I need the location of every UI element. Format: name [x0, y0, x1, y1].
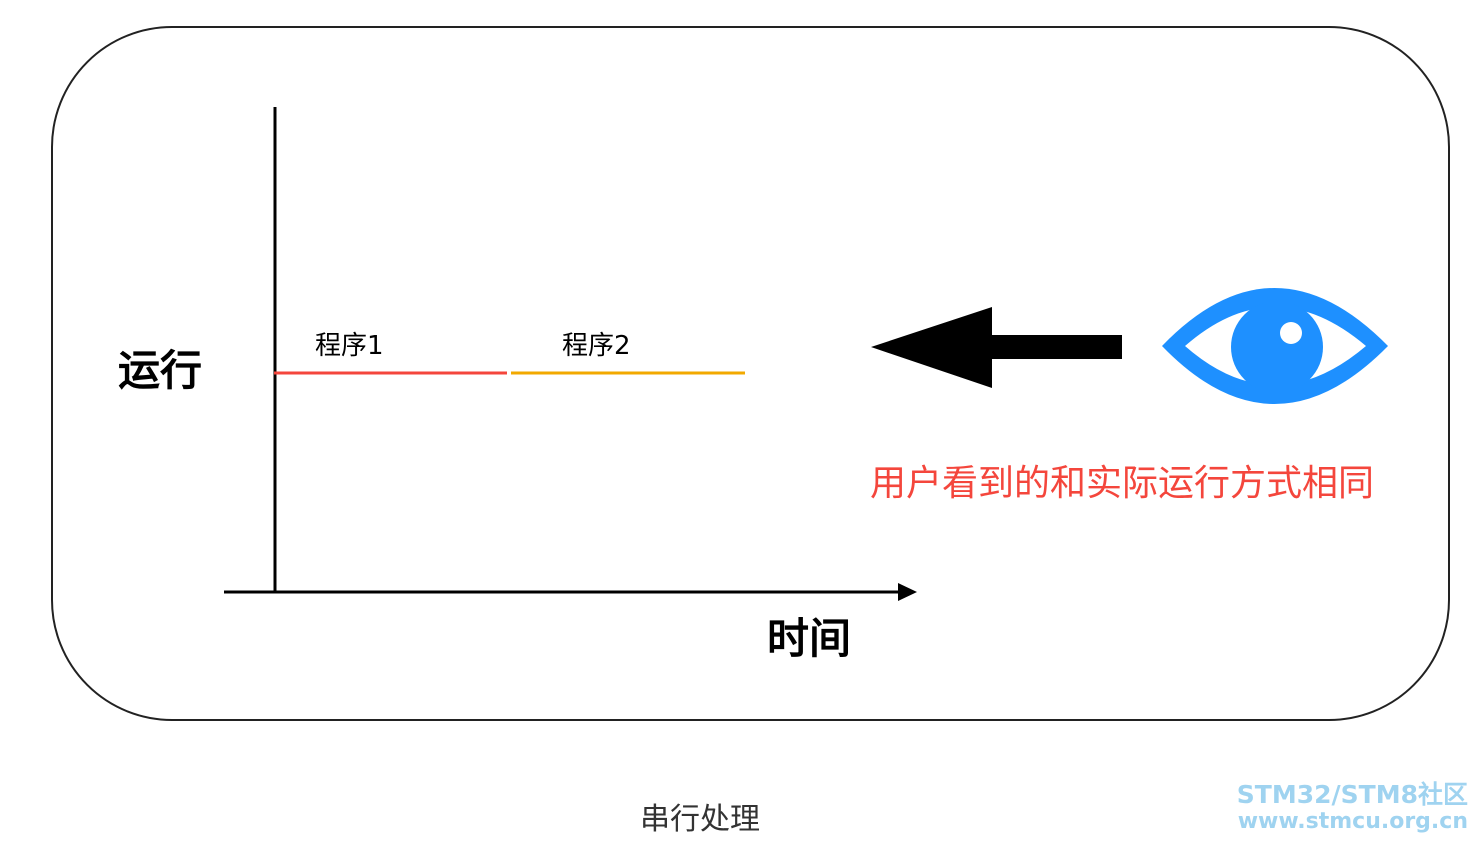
- x-axis-label: 时间: [767, 614, 852, 663]
- eye-icon: [1162, 288, 1388, 404]
- observer-note: 用户看到的和实际运行方式相同: [870, 463, 1375, 504]
- watermark-line2: www.stmcu.org.cn: [1237, 809, 1468, 834]
- y-axis-label: 运行: [118, 346, 203, 395]
- caption: 串行处理: [640, 802, 760, 837]
- program-1-label: 程序1: [315, 331, 384, 361]
- program-2-label: 程序2: [562, 331, 631, 361]
- x-axis-arrowhead: [898, 583, 917, 601]
- watermark-line1: STM32/STM8社区: [1236, 780, 1468, 809]
- left-arrow-icon: [871, 307, 1122, 388]
- diagram-frame: [51, 26, 1450, 721]
